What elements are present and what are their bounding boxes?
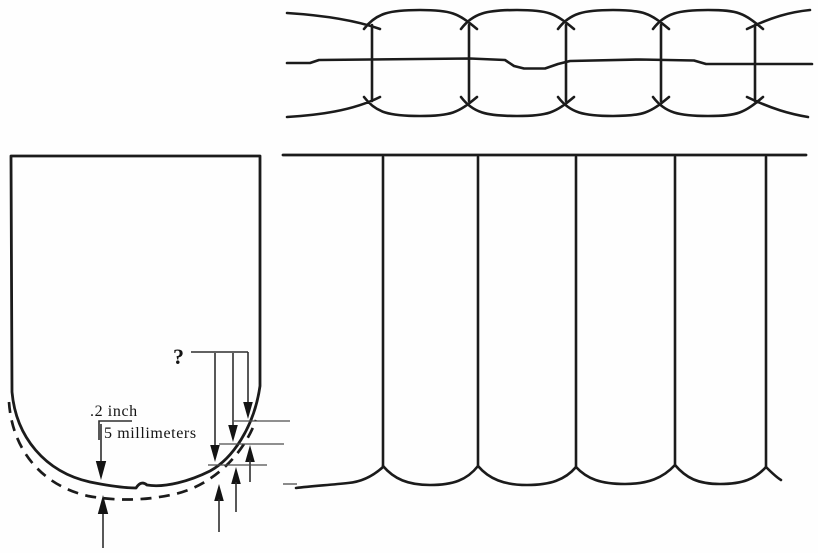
gap-dimension-right: ? bbox=[173, 344, 297, 532]
middle-yarn-line bbox=[285, 57, 814, 70]
scalloped-bottom-edge bbox=[294, 463, 783, 490]
down-arrowhead-3 bbox=[210, 445, 220, 462]
wale-verticals bbox=[381, 155, 768, 469]
up-arrowhead-2 bbox=[231, 467, 241, 484]
gap-dimension-center: .2 inch 5 millimeters bbox=[90, 403, 197, 548]
dimension-inch-label: .2 inch bbox=[90, 403, 138, 420]
down-arrowhead bbox=[95, 461, 107, 480]
up-arrowhead-1 bbox=[245, 445, 255, 462]
unknown-dimension-label: ? bbox=[173, 344, 184, 369]
loop-top-edge bbox=[285, 8, 812, 31]
wales-figure bbox=[281, 153, 808, 490]
dimension-bracket bbox=[98, 420, 132, 464]
loop-chain-figure bbox=[285, 8, 814, 119]
up-arrowhead-3 bbox=[214, 484, 224, 501]
dashed-trim-line bbox=[7, 401, 258, 501]
tube-cross-section-figure: .2 inch 5 millimeters ? bbox=[7, 154, 297, 548]
tube-outline bbox=[9, 154, 262, 490]
up-arrowhead bbox=[97, 495, 109, 514]
loop-bottom-edge bbox=[285, 95, 810, 119]
dimension-mm-label: 5 millimeters bbox=[104, 425, 197, 442]
down-arrowhead-1 bbox=[243, 402, 253, 419]
down-arrowhead-2 bbox=[228, 425, 238, 442]
